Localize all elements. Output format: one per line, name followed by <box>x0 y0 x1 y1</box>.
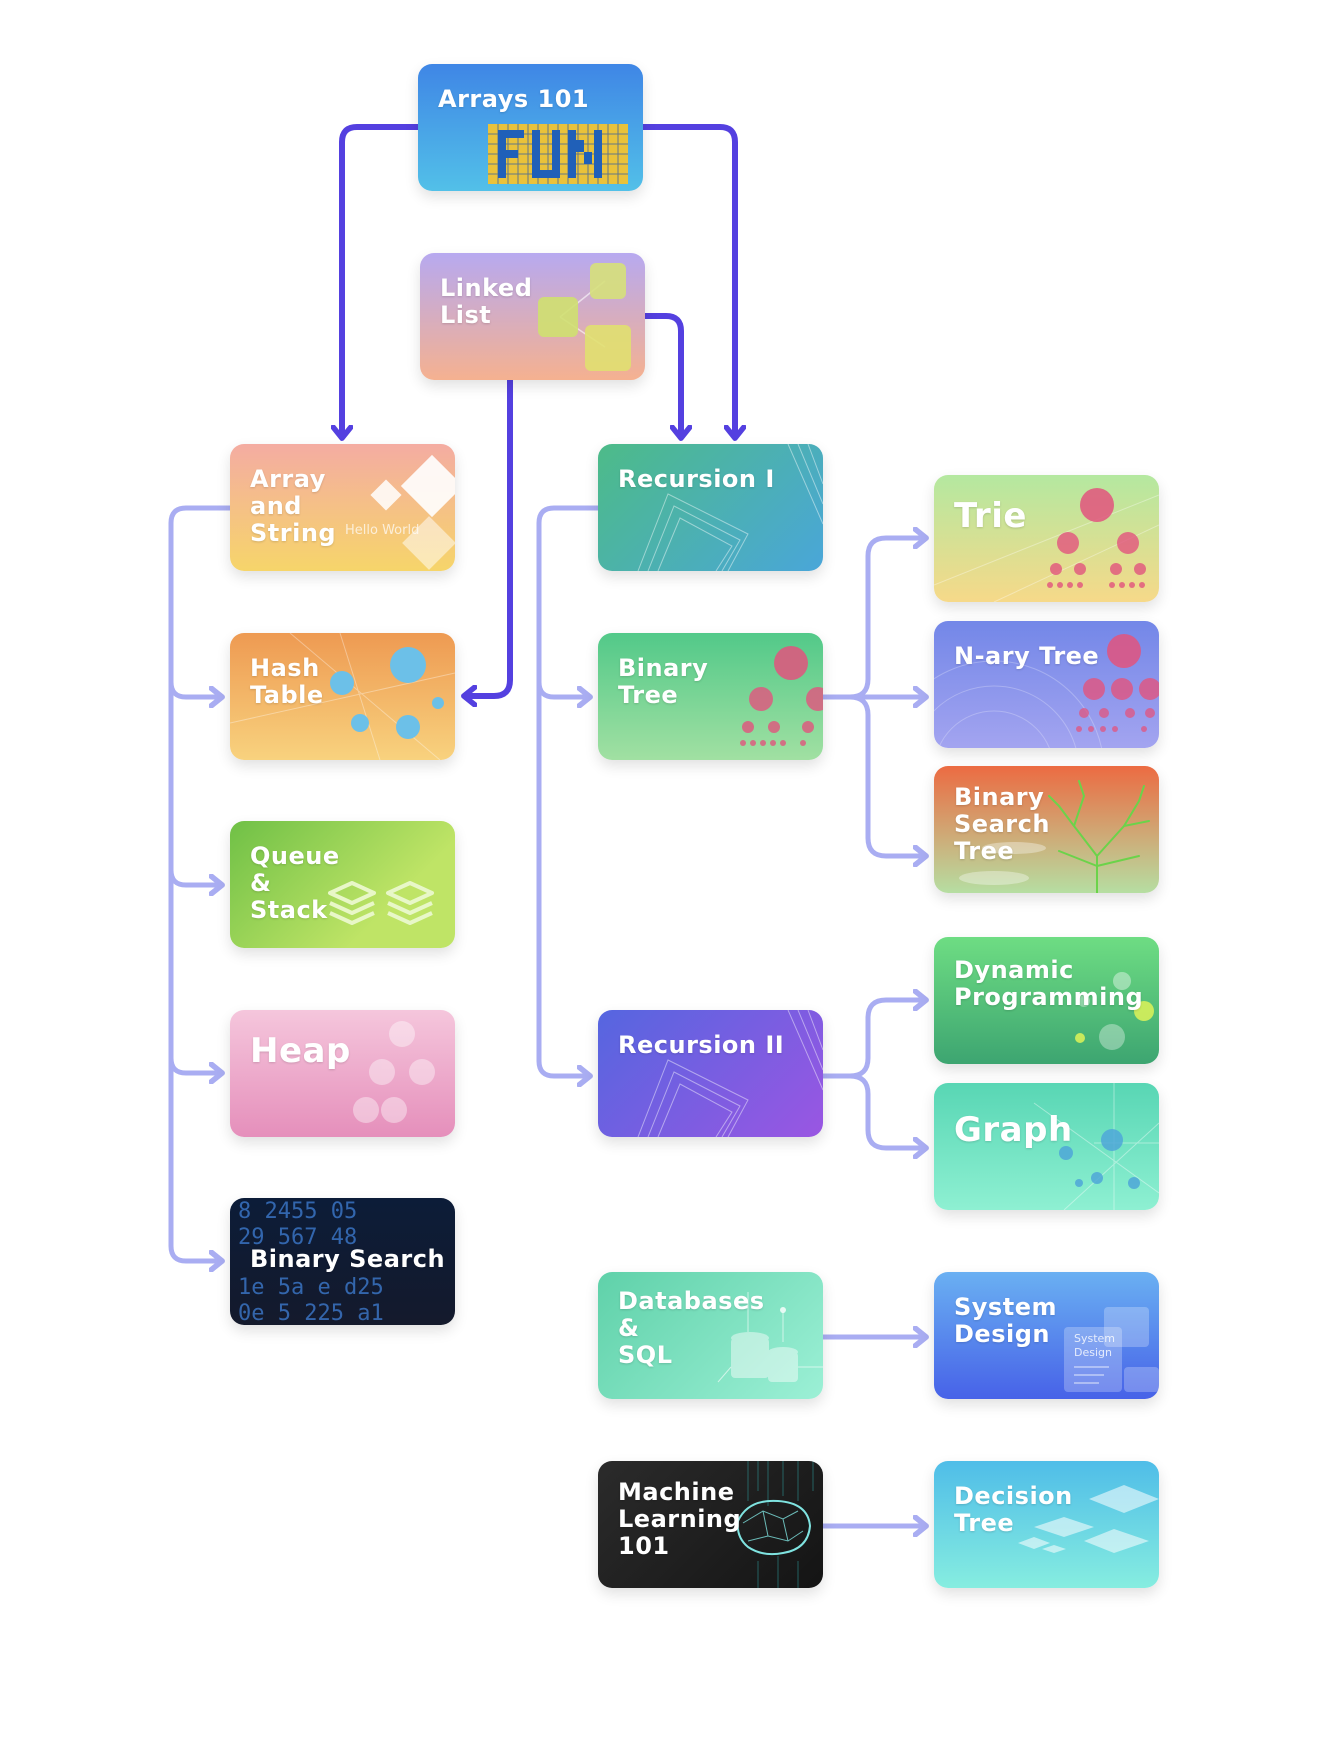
link-recursion1-spine <box>536 505 601 1076</box>
binary-tree-dots-art <box>740 646 823 746</box>
node-recursion-1[interactable]: Recursion I <box>598 444 823 571</box>
node-databases-sql[interactable]: Databases & SQL <box>598 1272 823 1399</box>
node-binary-tree[interactable]: Binary Tree <box>598 633 823 760</box>
node-dynamic-programming[interactable]: Dynamic Programming <box>934 937 1159 1064</box>
fun-pixel-art <box>488 124 628 184</box>
node-trie[interactable]: Trie <box>934 475 1159 602</box>
node-label: Heap <box>250 1031 351 1071</box>
node-recursion-2[interactable]: Recursion II <box>598 1010 823 1137</box>
decision-tiles-art <box>1018 1485 1159 1553</box>
recursion-lines-art <box>637 1010 823 1137</box>
brain-network-art <box>736 1461 814 1588</box>
dp-bubbles-art <box>1075 972 1154 1050</box>
link-linkedlist-to-hashtable <box>466 377 513 696</box>
recursion-lines-art <box>637 444 823 571</box>
system-design-art: System Design <box>1064 1307 1159 1392</box>
node-arrays-101[interactable]: Arrays 101 <box>418 64 643 191</box>
node-binary-search[interactable]: 8 2455 05 29 567 48 1e 5a e d25 0e 5 225… <box>230 1198 455 1325</box>
hash-bubbles-art <box>230 633 455 760</box>
node-label: Queue & Stack <box>250 842 340 924</box>
node-hash-table[interactable]: Hash Table <box>230 633 455 760</box>
link-linkedlist-to-recursion1 <box>642 313 681 436</box>
link-arraystring-spine <box>168 505 233 1261</box>
node-decision-tree[interactable]: Decision Tree <box>934 1461 1159 1588</box>
system-design-small-text: System Design <box>1074 1332 1119 1359</box>
node-label: Binary Search <box>250 1245 446 1273</box>
link-to-hashtable <box>168 679 220 697</box>
link-arrays101-to-recursion1 <box>640 124 735 436</box>
hello-world-text: Hello World <box>345 523 419 538</box>
node-machine-learning[interactable]: Machine Learning 101 <box>598 1461 823 1588</box>
node-label: Decision Tree <box>954 1482 1073 1537</box>
node-bst[interactable]: Binary Search Tree <box>934 766 1159 893</box>
binary-digits-art: 8 2455 05 29 567 48 1e 5a e d25 0e 5 225… <box>238 1199 397 1325</box>
node-label: Machine Learning 101 <box>618 1478 742 1560</box>
node-array-and-string[interactable]: Hello World Array and String <box>230 444 455 571</box>
node-label: Binary Search Tree <box>954 783 1050 865</box>
link-to-queuestack <box>168 867 220 885</box>
svg-text:8 2455 05 29 567 48: 8 2455 05 29 567 48 1e 5a e d25 0e 5 225… <box>238 1199 397 1325</box>
node-label: Hash Table <box>250 654 324 709</box>
node-label: Binary Tree <box>618 654 709 709</box>
diamond-art: Hello World <box>345 454 455 570</box>
stack-layers-art <box>328 881 434 925</box>
node-label: Trie <box>954 496 1027 536</box>
node-queue-stack[interactable]: Queue & Stack <box>230 821 455 948</box>
node-label: Graph <box>954 1110 1073 1150</box>
branch-tree-art <box>959 780 1150 893</box>
node-label: N-ary Tree <box>954 642 1100 670</box>
nary-tree-dots-art <box>934 634 1159 748</box>
heap-circles-art <box>353 1021 435 1123</box>
node-label: Recursion I <box>618 465 775 493</box>
node-heap[interactable]: Heap <box>230 1010 455 1137</box>
node-graph[interactable]: Graph <box>934 1083 1159 1210</box>
node-label: Linked List <box>440 274 533 329</box>
link-binarytree-to-trie <box>819 538 924 700</box>
trie-dots-art <box>934 488 1159 602</box>
link-recursion2-to-graph <box>847 1073 924 1148</box>
node-label: Array and String <box>250 465 337 547</box>
link-arrays101-to-array-string <box>342 124 421 436</box>
node-label: System Design <box>954 1293 1057 1348</box>
node-nary-tree[interactable]: N-ary Tree <box>934 621 1159 748</box>
linked-nodes-art <box>538 263 631 371</box>
node-label: Recursion II <box>618 1031 785 1059</box>
link-to-heap <box>168 1055 220 1073</box>
link-recursion2-to-dp <box>819 1000 924 1079</box>
node-linked-list[interactable]: Linked List <box>420 253 645 380</box>
node-system-design[interactable]: System Design System Design <box>934 1272 1159 1399</box>
database-cylinders-art <box>717 1292 823 1383</box>
node-label: Databases & SQL <box>618 1287 765 1369</box>
link-to-binarytree <box>536 679 588 697</box>
graph-network-art <box>1033 1083 1159 1210</box>
node-label: Arrays 101 <box>438 85 590 113</box>
node-label: Dynamic Programming <box>954 956 1144 1011</box>
link-binarytree-to-bst <box>847 694 924 856</box>
